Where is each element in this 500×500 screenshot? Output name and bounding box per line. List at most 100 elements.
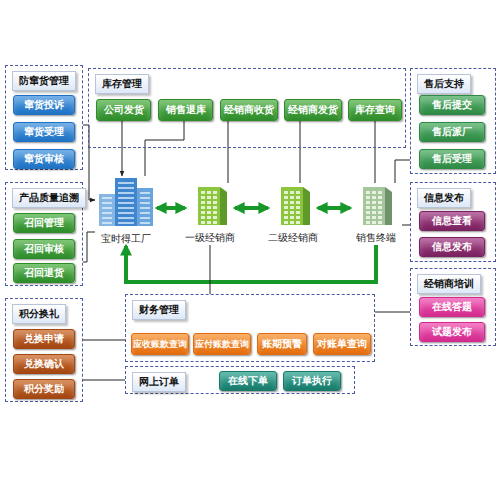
channel-entity: 一级经销商 [185,183,235,245]
function-button: 售后提交 [419,95,485,115]
function-button: 应付账款查询 [193,333,251,355]
group-heading: 防窜货管理 [12,71,76,91]
function-button: 信息发布 [419,237,485,257]
building-part [102,222,112,224]
building-part [378,191,382,194]
connector-line [122,121,123,176]
building-part [118,187,134,189]
module-group: 网上订单 在线下单 订单执行 [125,366,355,394]
connector-line [300,121,301,183]
building-part [303,187,310,225]
channel-entity: 宝时得工厂 [95,176,157,246]
building-part [207,221,211,224]
function-button: 应收账款查询 [131,333,189,355]
button-label: 应付账款查询 [195,338,249,351]
building-part [201,211,205,214]
group-heading: 产品质量追溯 [12,188,86,208]
function-button: 召回管理 [13,213,75,233]
button-label: 对账单查询 [317,337,367,351]
building-part [296,206,300,209]
button-label: 售后派厂 [432,125,472,139]
group-heading: 积分换礼 [12,304,66,324]
module-group: 经销商培训在线答题试题发布 [410,268,496,346]
building-part [207,196,211,199]
building-part [372,196,376,199]
flow-arrow [318,206,350,210]
building-part [284,216,288,219]
function-button: 召回审核 [13,239,75,259]
building-part [378,196,382,199]
button-label: 召回管理 [24,216,64,230]
group-heading: 财务管理 [132,300,186,320]
function-button: 经销商收货 [220,99,278,121]
building-part [378,211,382,214]
function-button: 公司发货 [96,99,151,121]
building-part [201,191,205,194]
building-part [366,191,370,194]
module-group: 售后支持售后提交售后派厂售后受理 [410,68,496,174]
building-part [102,202,112,204]
function-button: 订单执行 [283,371,341,391]
function-button: 窜货受理 [13,122,75,142]
building-part [207,201,211,204]
building-icon [268,183,318,225]
building-part [290,206,294,209]
button-label: 窜货投诉 [24,98,64,112]
connector-line [395,160,410,183]
building-part [290,191,294,194]
building-part [213,216,217,219]
module-group: 防窜货管理窜货投诉窜货受理窜货审核 [5,65,83,170]
button-label: 试题发布 [432,325,472,339]
building-part [102,217,112,219]
button-label: 积分奖励 [24,382,64,396]
group-heading: 经销商培训 [417,274,481,294]
function-button: 库存查询 [348,99,402,121]
function-button: 召回退货 [13,263,75,283]
building-part [118,207,134,209]
building-part [372,191,376,194]
building-part [284,196,288,199]
building-part [284,211,288,214]
building-part [102,207,112,209]
entity-label: 销售终端 [344,231,408,245]
building-part [118,217,134,219]
building-part [372,216,376,219]
building-part [140,192,150,194]
building-icon [350,183,402,225]
connector-line [83,340,125,341]
building-part [118,192,134,194]
module-group: 产品质量追溯召回管理召回审核召回退货 [5,182,83,286]
button-label: 售后受理 [432,152,472,166]
connector-line [83,380,125,381]
button-label: 信息发布 [432,240,472,254]
building-part [207,211,211,214]
building-part [284,201,288,204]
building-part [372,201,376,204]
entity-label: 宝时得工厂 [89,232,163,246]
button-label: 经销商发货 [288,103,338,117]
building-part [296,221,300,224]
connector-line [145,121,184,176]
building-part [366,201,370,204]
button-label: 公司发货 [104,103,144,117]
connector-line [375,121,376,183]
module-group: 积分换礼兑换申请兑换确认积分奖励 [5,298,83,402]
function-button: 积分奖励 [13,379,75,399]
building-part [378,201,382,204]
building-part [296,201,300,204]
group-heading: 网上订单 [132,372,186,392]
function-button: 兑换确认 [13,354,75,374]
building-part [363,187,385,225]
button-label: 应收账款查询 [133,338,187,351]
button-label: 在线下单 [228,374,268,388]
building-part [140,197,150,199]
flow-arrow [157,206,185,210]
function-button: 在线答题 [419,297,485,317]
button-label: 召回退货 [24,266,64,280]
group-heading: 售后支持 [417,74,471,94]
building-part [372,211,376,214]
building-part [201,201,205,204]
building-part [213,201,217,204]
function-button: 兑换申请 [13,329,75,349]
